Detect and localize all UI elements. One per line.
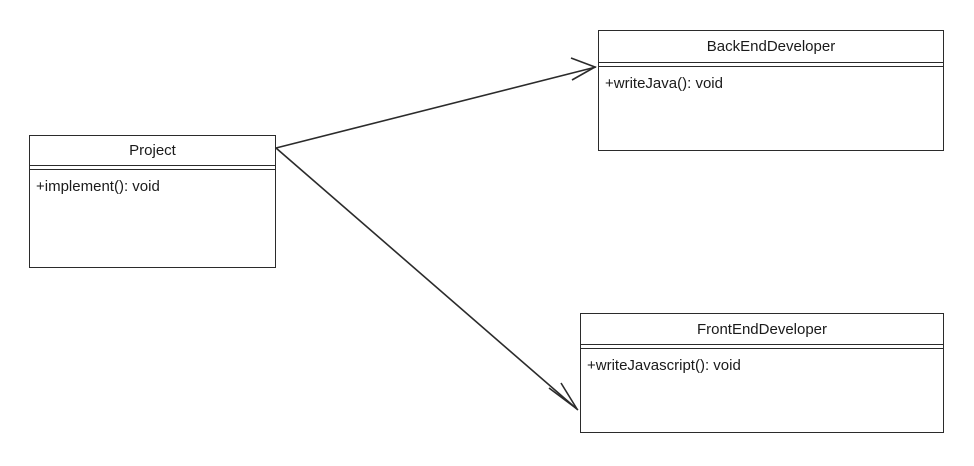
uml-class-frontenddeveloper-members: +writeJavascript(): void: [581, 349, 943, 432]
relationship-project-to-backend-arrowhead: [570, 57, 597, 81]
uml-class-project[interactable]: Project +implement(): void: [29, 135, 276, 268]
uml-class-project-separator: [30, 166, 275, 170]
uml-class-project-name: Project: [30, 136, 275, 166]
relationship-project-to-backend-line: [275, 66, 597, 149]
uml-class-frontenddeveloper-name: FrontEndDeveloper: [581, 314, 943, 345]
uml-member: +implement(): void: [36, 178, 160, 195]
uml-member: +writeJavascript(): void: [587, 357, 741, 374]
uml-class-frontenddeveloper[interactable]: FrontEndDeveloper +writeJavascript(): vo…: [580, 313, 944, 433]
uml-class-project-members: +implement(): void: [30, 170, 275, 266]
uml-class-backenddeveloper-separator: [599, 63, 943, 67]
uml-class-backenddeveloper[interactable]: BackEndDeveloper +writeJava(): void: [598, 30, 944, 151]
relationship-project-to-frontend-line: [275, 147, 579, 411]
uml-class-backenddeveloper-members: +writeJava(): void: [599, 67, 943, 150]
uml-class-backenddeveloper-name: BackEndDeveloper: [599, 31, 943, 63]
uml-class-frontenddeveloper-separator: [581, 345, 943, 349]
uml-member: +writeJava(): void: [605, 75, 723, 92]
relationship-project-to-frontend-arrowhead: [548, 382, 578, 410]
